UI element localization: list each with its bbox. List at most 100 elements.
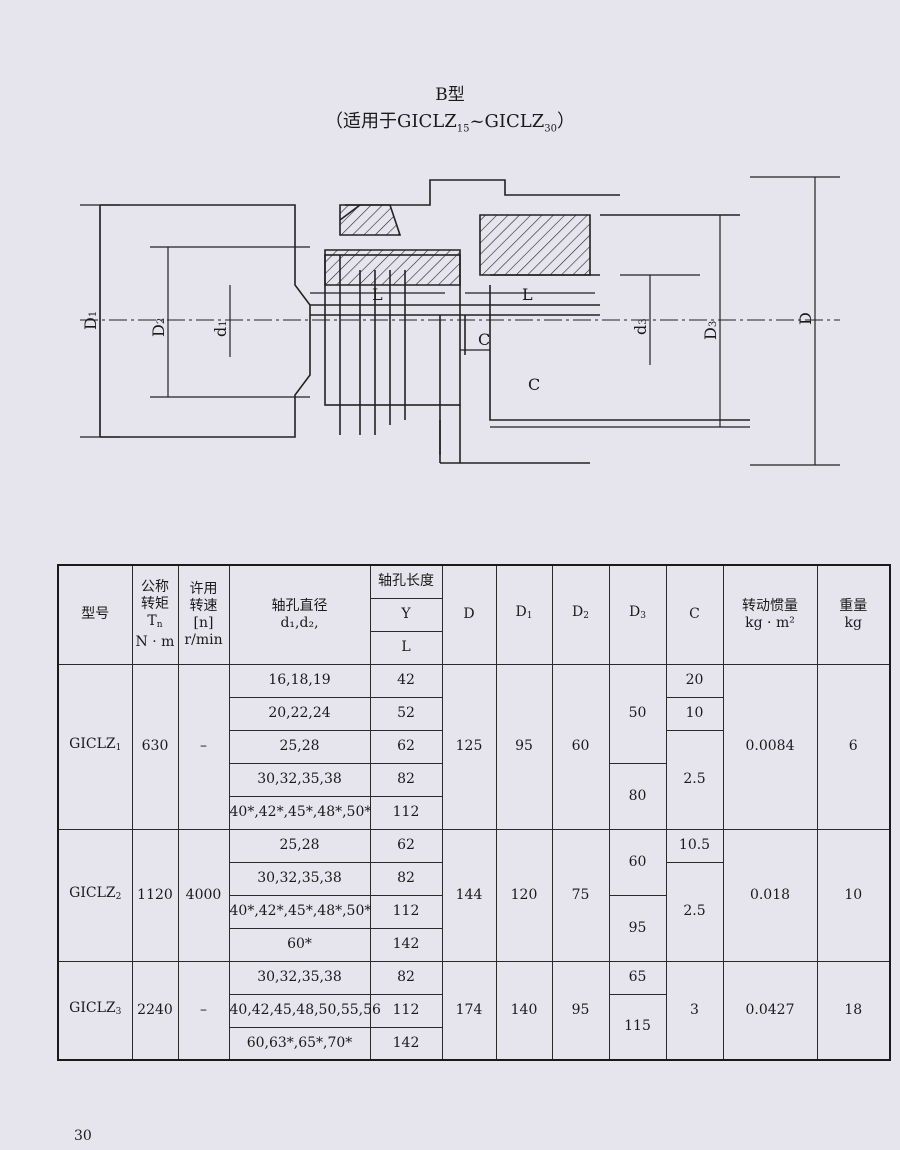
D3-cell: 65 [608,960,667,995]
bore-cell: 60,63*,65*,70* [228,1026,371,1061]
bore-cell: 40,42,45,48,50,55,56 [228,993,381,1028]
header-torque: 公称 转矩 Tn N · m [131,564,179,665]
header-Y: Y [369,597,443,632]
label-C-small: C [478,330,490,349]
header-bore-diameter: 轴孔直径 d₁,d₂, [228,564,371,665]
title-block: B型 （适用于GICLZ15~GICLZ30） [0,84,900,142]
speed-cell: 4000 [177,828,230,962]
table-row: 40*,42*,45*,48*,50* 112 [58,795,890,830]
C-cell: 3 [665,960,724,1061]
length-cell: 112 [369,795,443,830]
speed-cell: – [177,663,230,830]
D3-cell: 80 [608,762,667,830]
length-cell: 62 [369,729,443,764]
length-cell: 42 [369,663,443,698]
D3-cell: 50 [608,663,667,764]
header-D: D [441,564,497,665]
weight-cell: 6 [816,663,891,830]
speed-cell: – [177,960,230,1061]
bore-cell: 30,32,35,38 [228,960,371,995]
header-C: C [665,564,724,665]
table-row: GICLZ3 2240 – 30,32,35,38 82 174 140 95 … [57,960,891,1061]
C-cell: 10.5 [665,828,724,863]
inertia-cell: 0.0427 [722,960,818,1061]
C-cell: 20 [665,663,724,698]
table-row: 30,32,35,38 82 80 [58,762,890,830]
label-d3: d3 [631,318,650,335]
model-cell: GICLZ3 [57,960,133,1061]
D2-cell: 60 [551,663,610,830]
table-row: 25,28 62 2.5 [58,729,890,830]
C-cell: 2.5 [665,861,724,962]
header-D3: D3 [608,564,667,665]
label-d1: d1 [211,320,230,337]
table-row: 40,42,45,48,50,55,56 112 115 [58,993,890,1061]
table-row: 60,63*,65*,70* 142 [58,1026,890,1061]
length-cell: 142 [369,927,443,962]
D1-cell: 120 [495,828,553,962]
header-speed: 许用 转速 [n] r/min [177,564,230,665]
model-cell: GICLZ2 [57,828,133,962]
inertia-cell: 0.0084 [722,663,818,830]
label-D3: D3 [701,321,720,340]
D2-cell: 95 [551,960,610,1061]
D-cell: 125 [441,663,497,830]
weight-cell: 18 [816,960,891,1061]
length-cell: 52 [369,696,443,731]
model-cell: GICLZ1 [57,663,133,830]
D-cell: 174 [441,960,497,1061]
length-cell: 62 [369,828,443,863]
label-D: D [796,312,815,325]
D2-cell: 75 [551,828,610,962]
header-inertia: 转动惯量 kg · m² [722,564,818,665]
bore-cell: 40*,42*,45*,48*,50* [228,894,371,929]
table-row: GICLZ2 1120 4000 25,28 62 144 120 75 60 … [57,828,891,962]
bore-cell: 25,28 [228,828,371,863]
length-cell: 142 [369,1026,443,1061]
label-C-big: C [528,375,540,394]
header-model: 型号 [57,564,133,665]
label-L-right: L [522,285,533,304]
D3-cell: 60 [608,828,667,896]
length-cell: 82 [369,861,443,896]
C-cell: 2.5 [665,729,724,830]
table-row: GICLZ1 630 – 16,18,19 42 125 95 60 50 20… [57,663,891,830]
length-cell: 82 [369,960,443,995]
label-D2: D2 [149,318,168,337]
coupling-drawing: D1 D2 d1 L L C C d3 D3 D [80,176,840,466]
header-L: L [369,630,443,665]
weight-cell: 10 [816,828,891,962]
bore-cell: 40*,42*,45*,48*,50* [228,795,371,830]
spec-table: 型号 公称 转矩 Tn N · m 许用 转速 [n] r/min 轴孔直径 d… [57,564,891,1061]
label-D1: D1 [81,311,100,330]
torque-cell: 630 [131,663,179,830]
bore-cell: 16,18,19 [228,663,371,698]
length-cell: 112 [369,894,443,929]
applicable-range: （适用于GICLZ15~GICLZ30） [324,111,575,135]
inertia-cell: 0.018 [722,828,818,962]
bore-cell: 60* [228,927,371,962]
table-row: 30,32,35,38 82 2.5 [58,861,890,962]
page-number: 30 [74,1128,92,1144]
D-cell: 144 [441,828,497,962]
header-D1: D1 [495,564,553,665]
D1-cell: 140 [495,960,553,1061]
torque-cell: 1120 [131,828,179,962]
D3-cell: 115 [608,993,667,1061]
D1-cell: 95 [495,663,553,830]
header-bore-length: 轴孔长度 [369,564,443,599]
table-row: 60* 142 [58,927,890,962]
bore-cell: 25,28 [228,729,371,764]
bore-cell: 30,32,35,38 [228,861,371,896]
length-cell: 82 [369,762,443,797]
header-weight: 重量 kg [816,564,891,665]
torque-cell: 2240 [131,960,179,1061]
C-cell: 10 [665,696,724,731]
header-D2: D2 [551,564,610,665]
type-label: B型 [435,85,465,105]
bore-cell: 20,22,24 [228,696,371,731]
D3-cell: 95 [608,894,667,962]
table-row: 20,22,24 52 10 [58,696,890,731]
label-L-left: L [372,285,383,304]
length-cell: 112 [369,993,443,1028]
